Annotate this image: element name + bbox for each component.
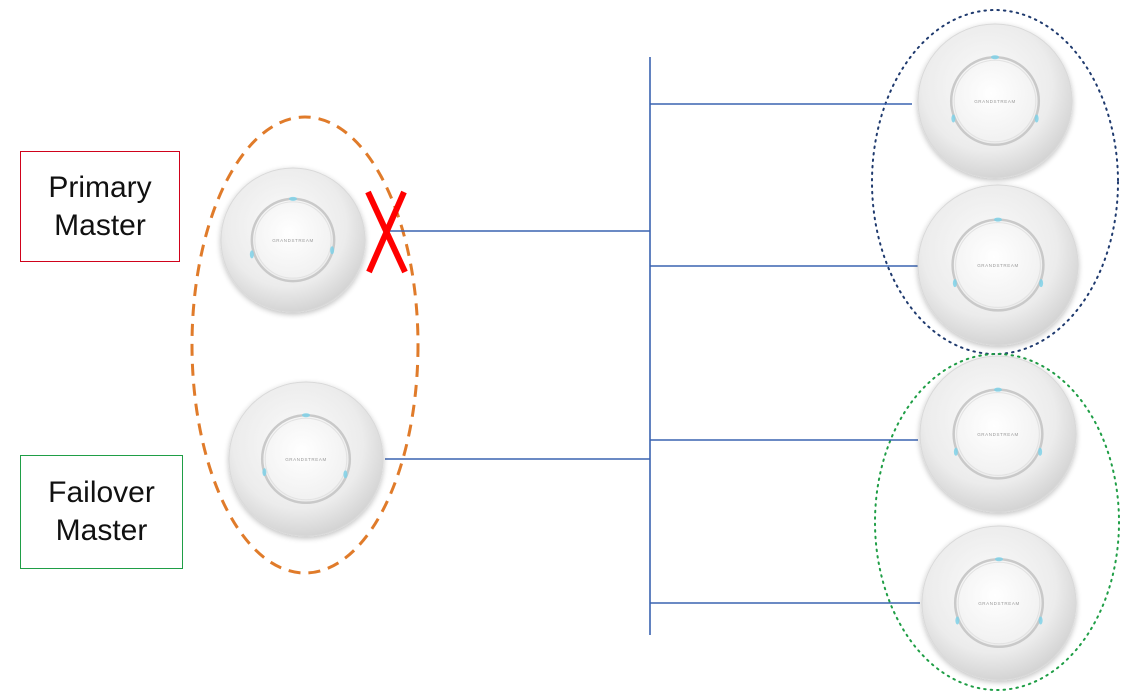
status-led-icon — [1038, 616, 1043, 625]
status-led-icon — [1039, 279, 1044, 288]
ap-brand-text: GRANDSTREAM — [978, 601, 1020, 606]
ap-brand-text: GRANDSTREAM — [272, 238, 314, 243]
failover-master-ap-icon: GRANDSTREAM — [228, 381, 384, 537]
status-led-icon — [994, 387, 1002, 392]
slave-ap-2-icon: GRANDSTREAM — [917, 184, 1079, 346]
ap-brand-text: GRANDSTREAM — [285, 457, 327, 462]
primary-master-label-line1: Primary — [48, 170, 152, 204]
slave-group-bottom-outline — [874, 353, 1120, 691]
slave-ap-3-icon: GRANDSTREAM — [919, 355, 1077, 513]
primary-master-label-line2: Master — [54, 208, 146, 242]
ap-brand-text: GRANDSTREAM — [977, 263, 1019, 268]
primary-master-ap-icon: GRANDSTREAM — [220, 167, 366, 313]
network-lines — [385, 57, 920, 635]
primary-master-label: Primary Master — [20, 151, 180, 262]
master-group-outline — [190, 115, 420, 575]
access-points: GRANDSTREAM GRANDSTREAM GRANDSTREAM GRANDST… — [220, 23, 1079, 681]
failover-master-label: Failover Master — [20, 455, 183, 569]
status-led-icon — [995, 557, 1003, 562]
ap-brand-text: GRANDSTREAM — [977, 432, 1019, 437]
status-led-icon — [1038, 447, 1043, 456]
failover-master-label-line2: Master — [55, 514, 148, 547]
status-led-icon — [951, 114, 956, 123]
link-failure-x-icon — [365, 190, 408, 274]
status-led-icon — [994, 217, 1002, 222]
status-led-icon — [262, 468, 267, 477]
status-led-icon — [249, 250, 254, 259]
slave-group-top-outline — [871, 9, 1119, 355]
status-led-icon — [343, 470, 348, 479]
status-led-icon — [953, 447, 958, 456]
failover-master-label-line1: Failover — [48, 476, 155, 509]
slave-ap-1-icon: GRANDSTREAM — [917, 23, 1073, 179]
status-led-icon — [302, 413, 310, 418]
status-led-icon — [991, 55, 999, 60]
ap-brand-text: GRANDSTREAM — [974, 99, 1016, 104]
status-led-icon — [330, 246, 335, 255]
slave-ap-4-icon: GRANDSTREAM — [921, 525, 1077, 681]
status-led-icon — [289, 196, 297, 201]
status-led-icon — [952, 279, 957, 288]
status-led-icon — [1034, 114, 1039, 123]
status-led-icon — [955, 616, 960, 625]
